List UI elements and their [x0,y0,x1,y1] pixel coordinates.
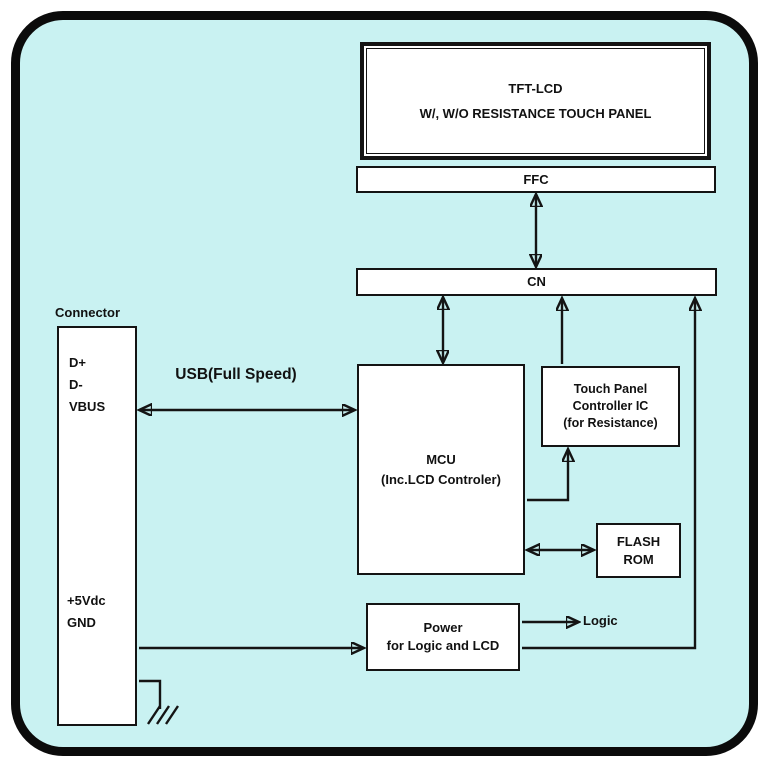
connector-box: D+ D- VBUS +5Vdc GND [57,326,137,726]
mcu-subtitle: (Inc.LCD Controler) [381,471,501,487]
cn-label: CN [527,274,546,290]
connector-title: Connector [55,305,120,320]
tft-lcd-subtitle: W/, W/O RESISTANCE TOUCH PANEL [419,105,652,121]
flash-rom-line1: FLASH [616,533,661,549]
power-box: Power for Logic and LCD [366,603,520,671]
touch-panel-line1: Touch Panel [573,382,648,397]
power-line1: Power [423,620,463,636]
cn-box: CN [356,268,717,296]
pin-gnd: GND [67,615,96,630]
tft-lcd-title: TFT-LCD [508,80,563,96]
usb-full-speed-label: USB(Full Speed) [175,366,297,383]
flash-rom-box: FLASH ROM [596,523,681,578]
connector-power-pins: +5Vdc GND [67,590,106,634]
tft-lcd-box: TFT-LCD W/, W/O RESISTANCE TOUCH PANEL [360,42,711,160]
pin-vbus: VBUS [69,399,106,414]
tft-lcd-inner-border: TFT-LCD W/, W/O RESISTANCE TOUCH PANEL [366,48,705,154]
power-line2: for Logic and LCD [386,638,500,653]
mcu-title: MCU [426,451,456,467]
pin-d-minus: D- [69,377,83,392]
logic-label: Logic [583,613,618,628]
touch-panel-controller-box: Touch Panel Controller IC (for Resistanc… [541,366,680,447]
touch-panel-line2: Controller IC [572,399,649,414]
flash-rom-line2: ROM [623,551,654,567]
pin-d-plus: D+ [69,355,86,370]
touch-panel-line3: (for Resistance) [563,415,658,430]
ffc-box: FFC [356,166,716,193]
ffc-label: FFC [523,171,549,187]
pin-5vdc: +5Vdc [67,593,106,608]
connector-usb-pins: D+ D- VBUS [69,352,105,418]
mcu-box: MCU (Inc.LCD Controler) [357,364,525,575]
